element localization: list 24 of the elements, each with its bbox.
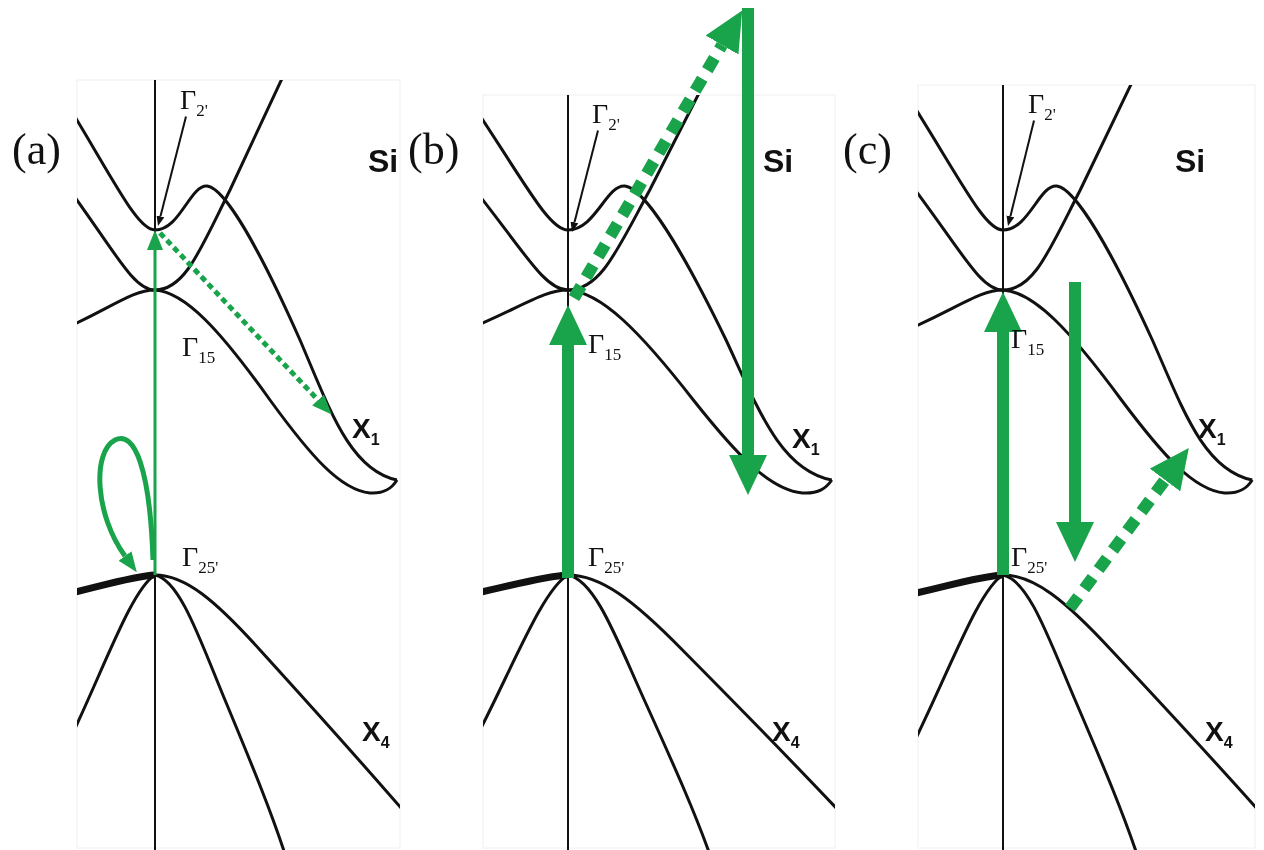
leader-line bbox=[156, 115, 187, 226]
symmetry-point-label: Γ$_{2'}$ bbox=[1028, 90, 1056, 123]
symmetry-point-label: Γ$_{2'}$ bbox=[180, 86, 208, 119]
symmetry-point-label: Γ$_{25'}$ bbox=[588, 543, 625, 576]
symmetry-point-label: Γ$_{15}$ bbox=[588, 330, 622, 363]
symmetry-point-label: Γ$_{25'}$ bbox=[182, 543, 219, 576]
material-label: Si bbox=[368, 145, 399, 177]
symmetry-point-label: Γ$_{25'}$ bbox=[1011, 543, 1048, 576]
panel-label: (b) bbox=[408, 128, 460, 172]
leader-line bbox=[570, 129, 599, 232]
symmetry-point-label: Γ$_{2'}$ bbox=[592, 100, 620, 133]
symmetry-point-label: X$_{1}$ bbox=[1198, 415, 1226, 448]
panel-label: (c) bbox=[843, 128, 892, 172]
symmetry-point-label: X$_{4}$ bbox=[772, 718, 800, 751]
material-label: Si bbox=[1175, 145, 1206, 177]
symmetry-point-label: X$_{1}$ bbox=[352, 415, 380, 448]
symmetry-point-label: Γ$_{15}$ bbox=[1011, 325, 1045, 358]
material-label: Si bbox=[763, 145, 794, 177]
leader-line bbox=[1006, 119, 1035, 226]
symmetry-point-label: Γ$_{15}$ bbox=[182, 333, 216, 366]
symmetry-point-label: X$_{4}$ bbox=[1205, 718, 1233, 751]
panel-label: (a) bbox=[12, 128, 61, 172]
symmetry-point-label: X$_{1}$ bbox=[792, 425, 820, 458]
symmetry-point-label: X$_{4}$ bbox=[362, 718, 390, 751]
